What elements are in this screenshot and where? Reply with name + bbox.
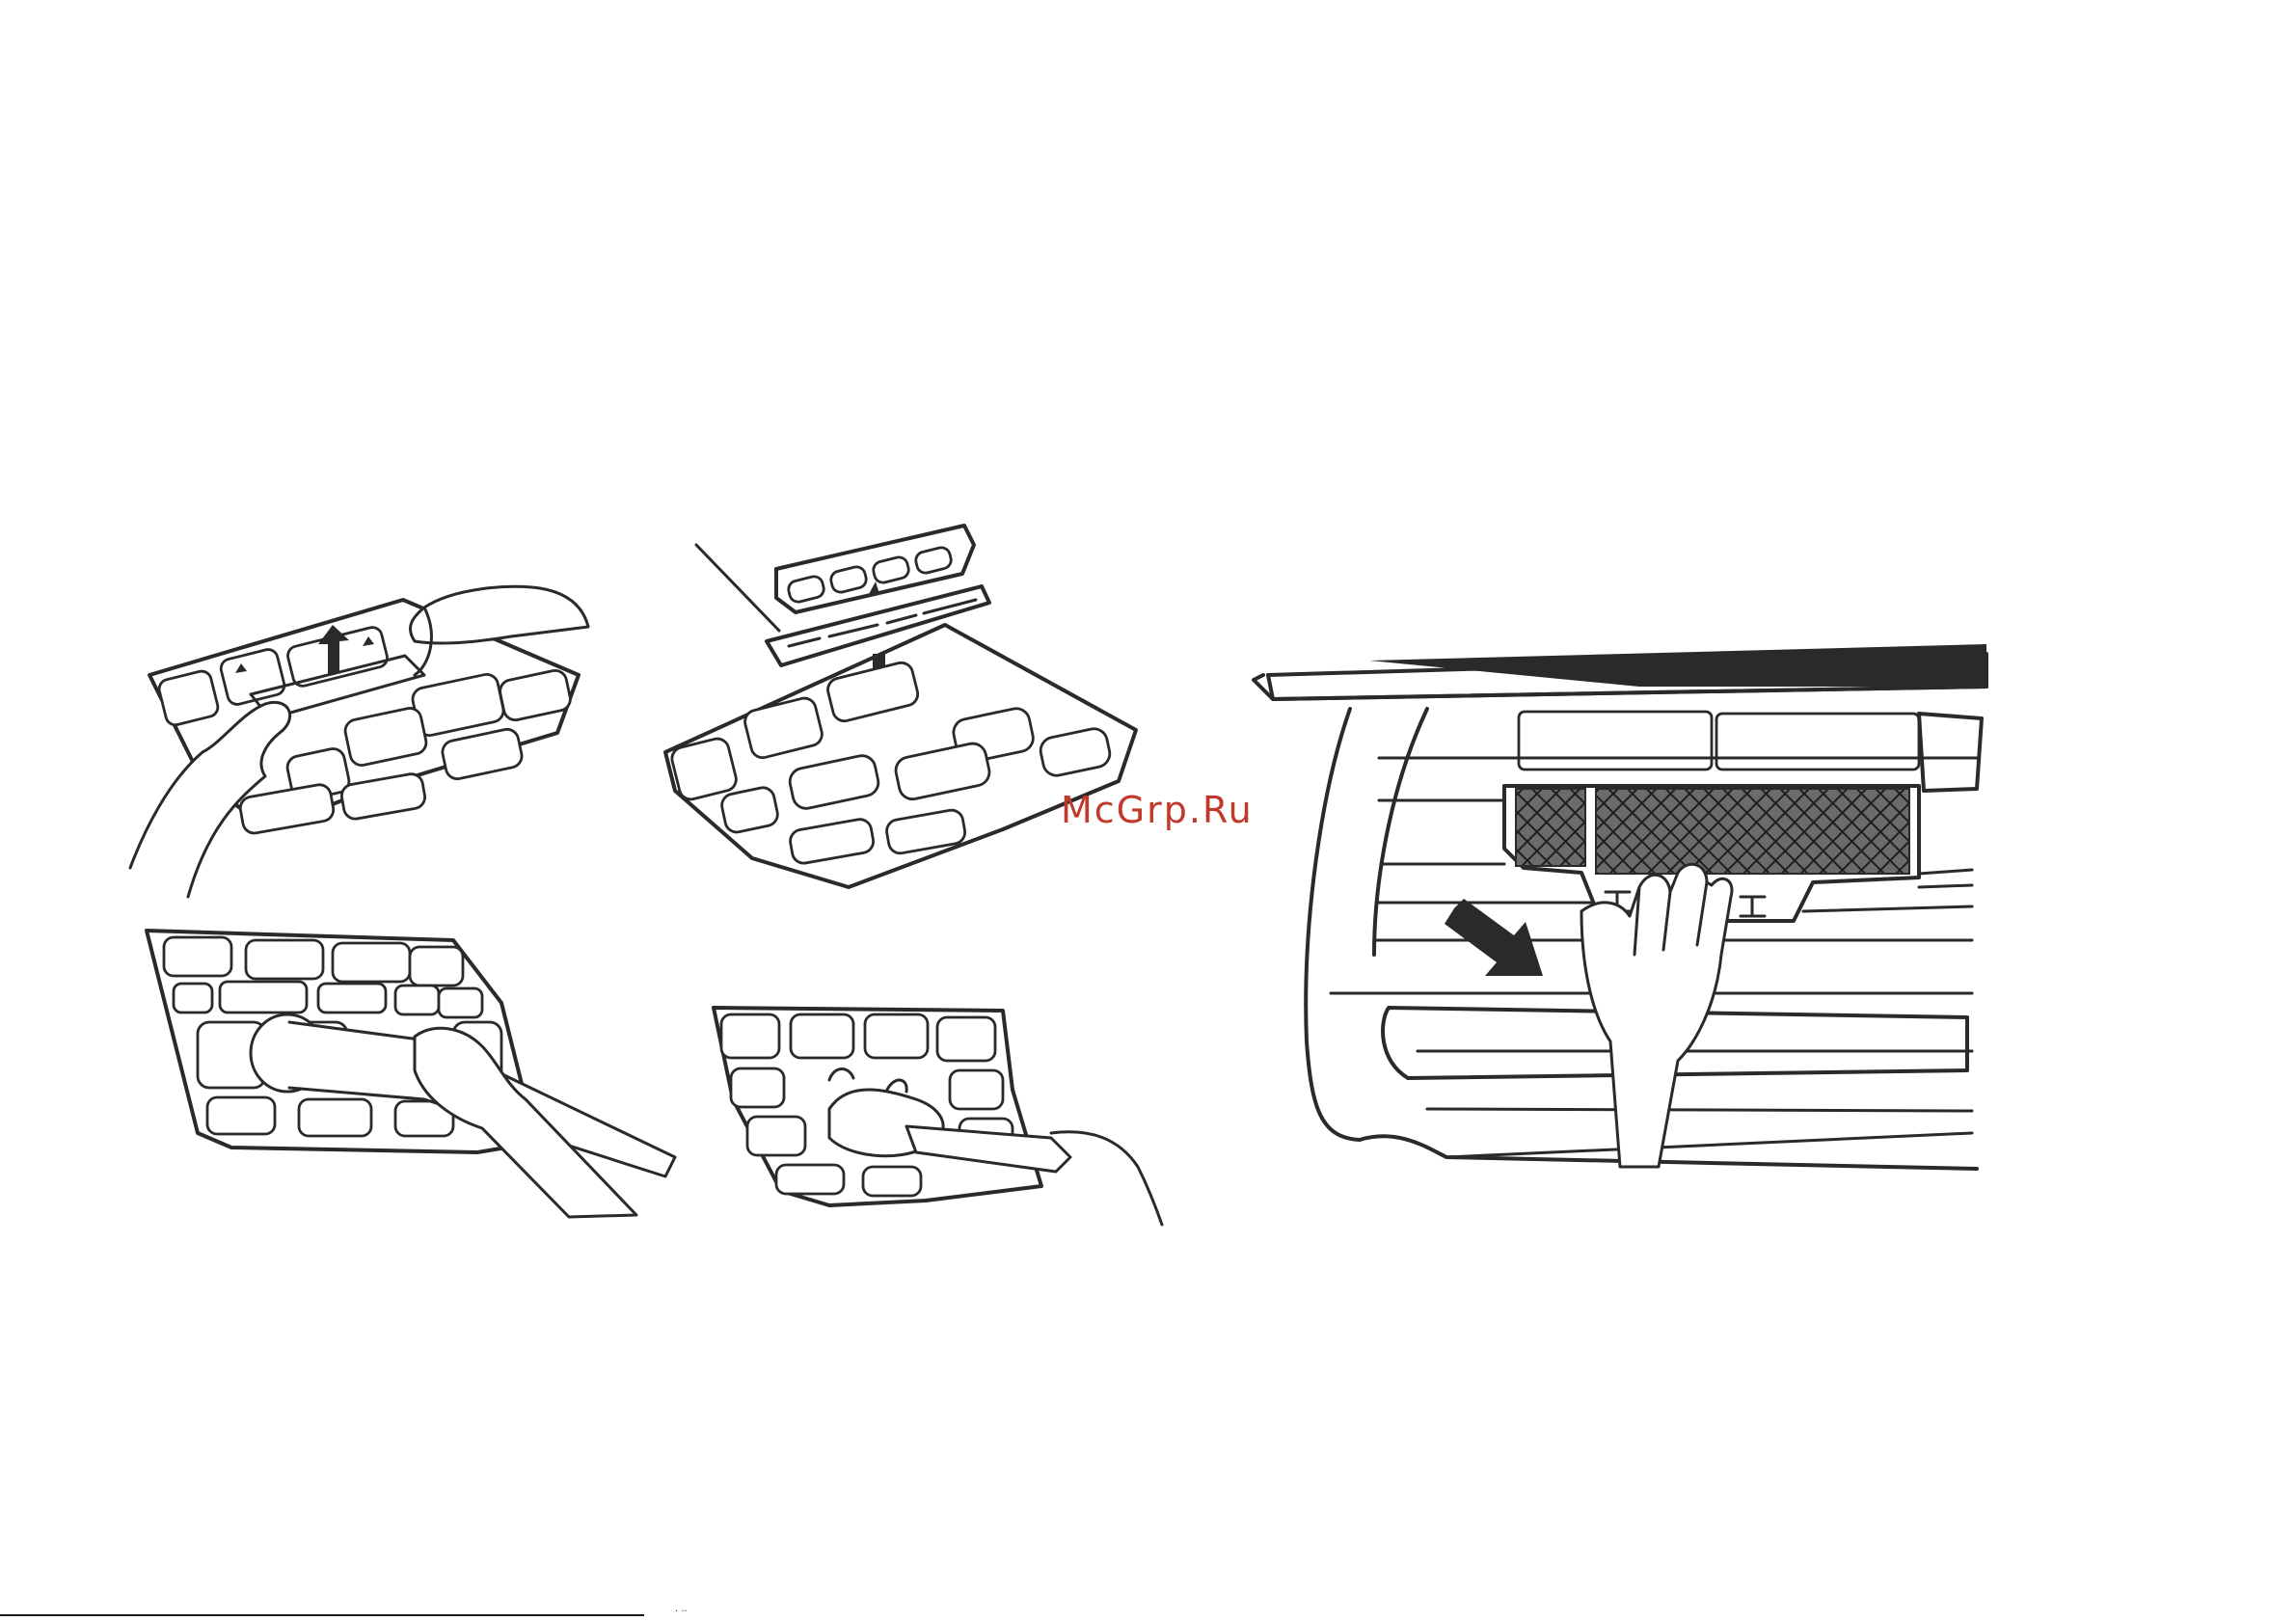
vacuum-icon <box>147 931 675 1217</box>
air-conditioner-icon <box>1254 644 1986 1169</box>
watermark-text: McGrp.Ru <box>1061 789 1254 831</box>
footer-rule <box>0 1614 644 1616</box>
filter-reattach-icon <box>665 526 1136 887</box>
filter-tab-icon <box>130 586 588 897</box>
footer-mark: · ·· <box>675 1607 688 1617</box>
wash-icon <box>714 1008 1162 1225</box>
